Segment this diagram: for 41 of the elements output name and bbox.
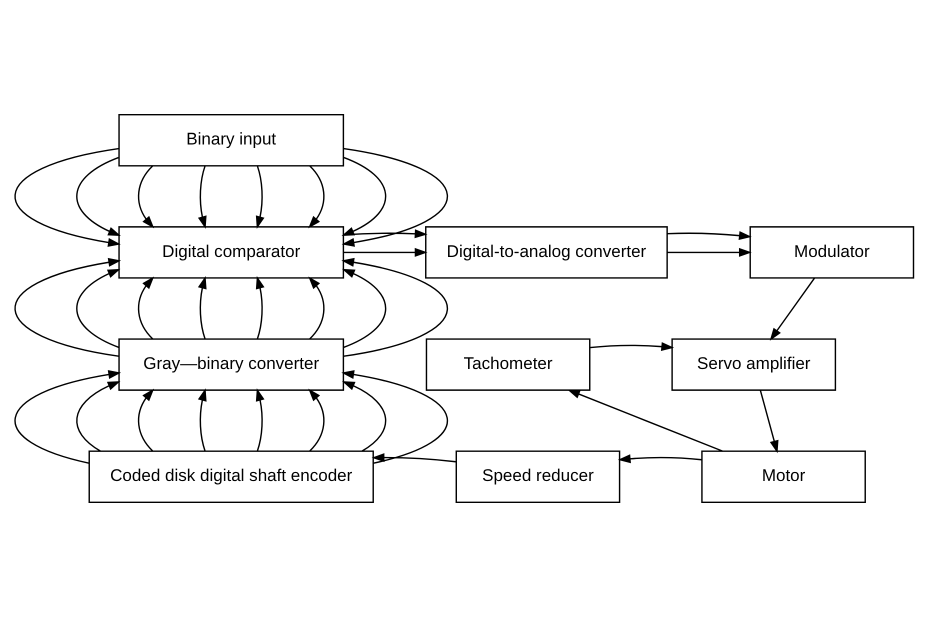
arrow xyxy=(256,166,264,229)
node-box: Servo amplifier xyxy=(671,338,836,391)
arrow xyxy=(138,388,154,452)
arrow xyxy=(308,388,325,452)
arrow xyxy=(372,453,456,462)
arrow xyxy=(770,278,816,341)
arrow xyxy=(567,389,723,452)
node-box: Coded disk digital shaft encoder xyxy=(88,450,374,504)
node-box: Digital comparator xyxy=(118,226,344,279)
arrow xyxy=(14,148,121,247)
node-box: Gray—binary converter xyxy=(118,338,344,391)
node-box: Modulator xyxy=(750,226,914,279)
node-box: Tachometer xyxy=(426,338,590,391)
arrow xyxy=(342,381,386,452)
arrow xyxy=(198,166,207,229)
arrow xyxy=(256,276,264,340)
arrow xyxy=(341,258,448,357)
arrow xyxy=(760,390,778,454)
arrow xyxy=(14,258,122,357)
arrow xyxy=(76,156,121,236)
arrow xyxy=(256,388,264,452)
arrow xyxy=(342,268,386,348)
arrow xyxy=(138,165,154,228)
arrow xyxy=(590,342,674,352)
arrow xyxy=(308,165,325,228)
arrow xyxy=(198,388,207,452)
arrow xyxy=(76,381,120,452)
node-box: Speed reducer xyxy=(456,450,620,504)
node-box: Motor xyxy=(701,450,866,504)
arrow xyxy=(198,276,207,340)
arrow xyxy=(667,248,752,257)
arrow xyxy=(308,276,325,340)
node-box: Digital-to-analog converter xyxy=(425,226,668,279)
arrow xyxy=(618,454,702,464)
arrow xyxy=(14,370,122,464)
arrow xyxy=(138,276,154,340)
arrow xyxy=(344,248,428,257)
arrow xyxy=(341,370,448,464)
arrow xyxy=(667,231,752,240)
arrow xyxy=(76,268,120,348)
node-box: Binary input xyxy=(118,114,344,166)
